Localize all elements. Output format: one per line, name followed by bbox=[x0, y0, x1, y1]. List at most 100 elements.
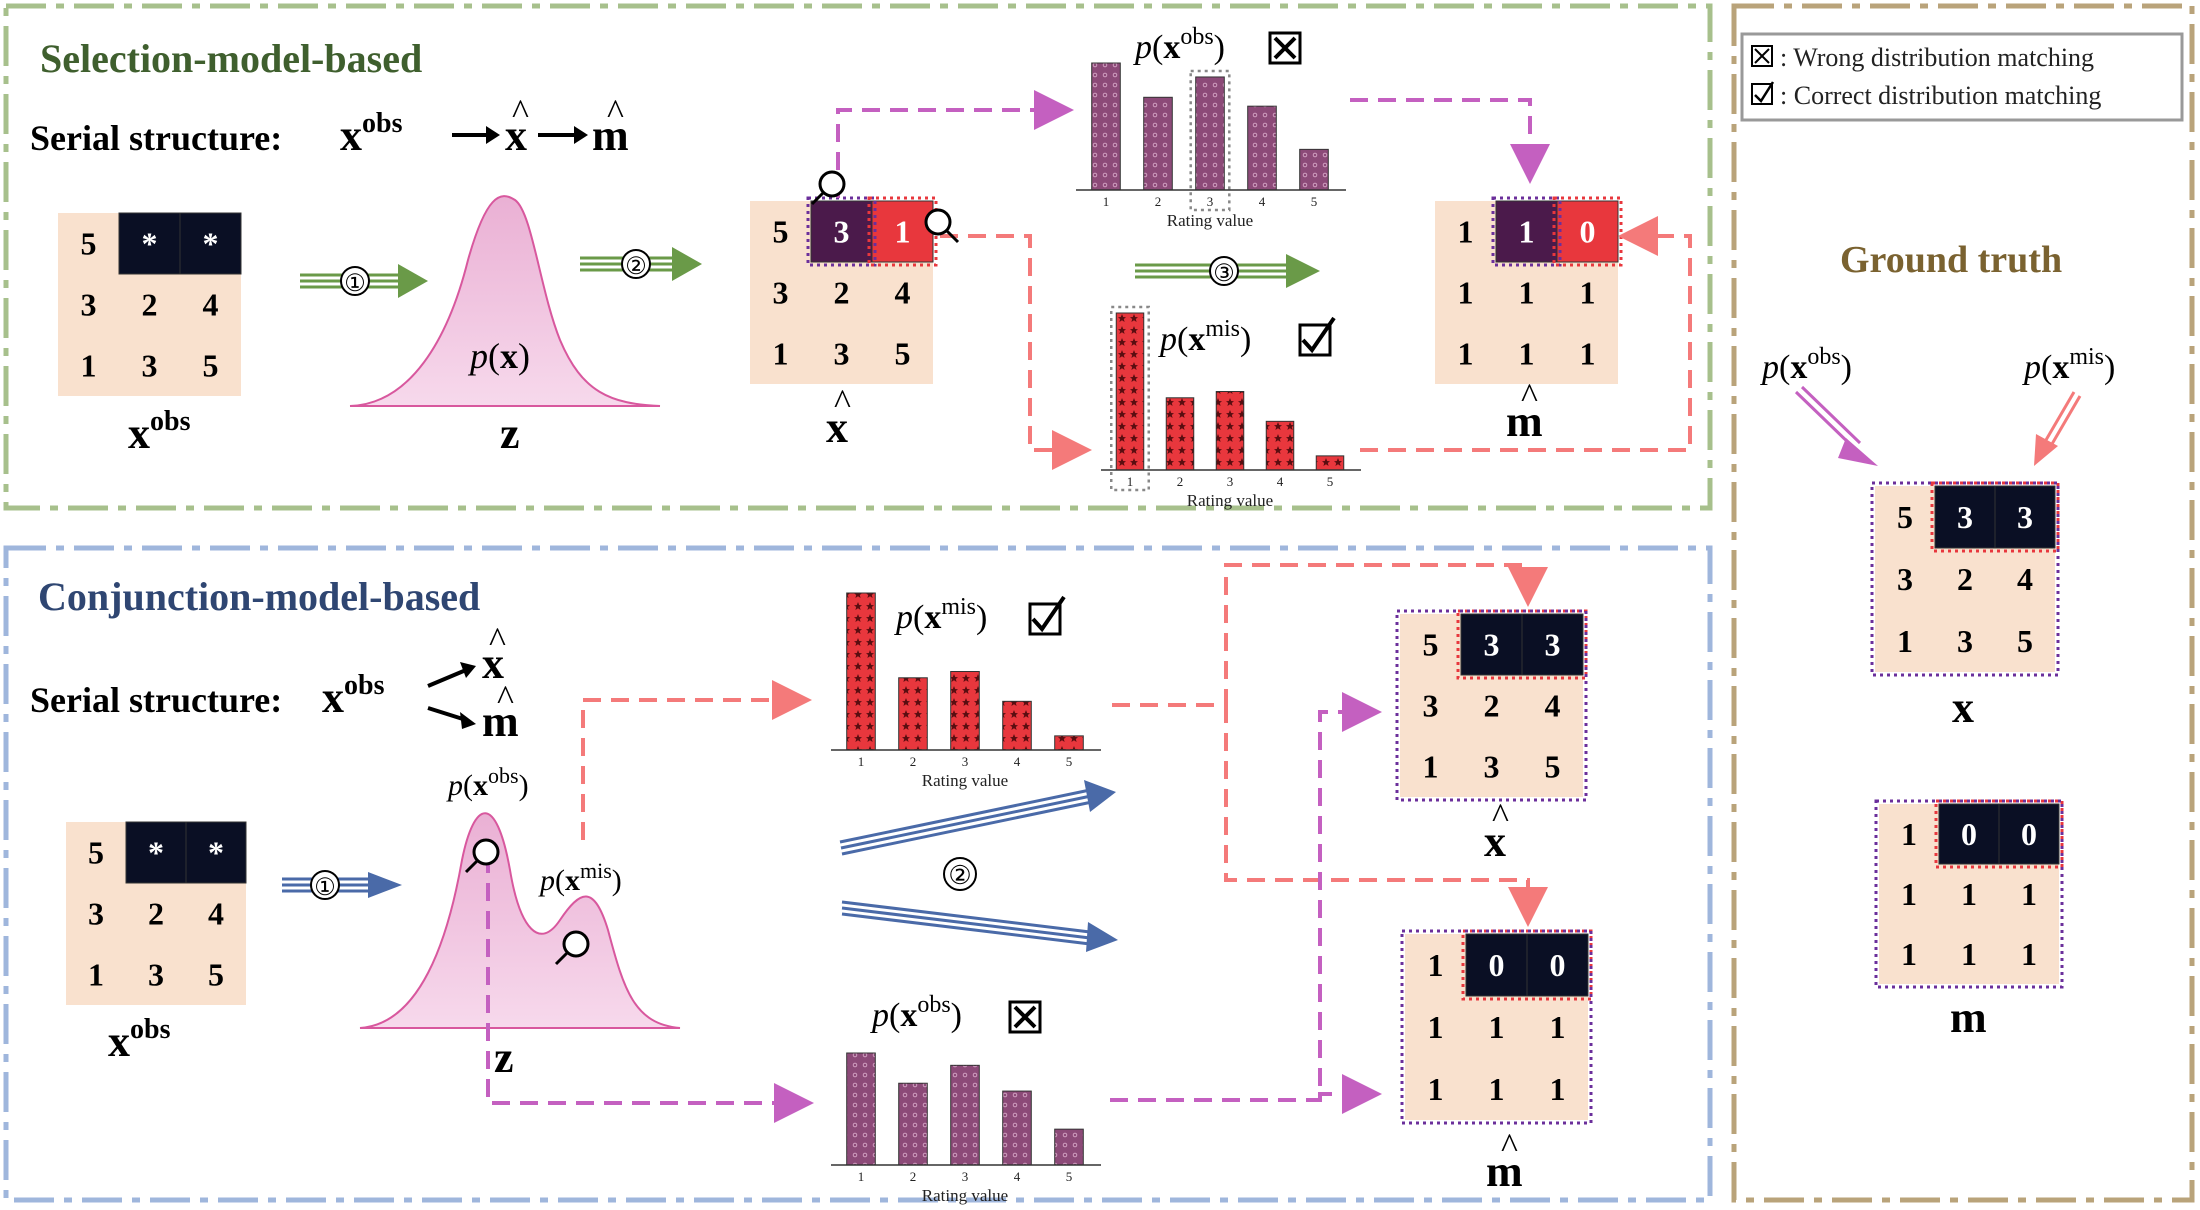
correct-box-icon bbox=[1028, 602, 1062, 636]
check-icon bbox=[1031, 595, 1066, 633]
matrix-cell: 0 bbox=[1961, 816, 1977, 852]
matrix-cell-fill bbox=[871, 200, 934, 263]
tick-label: 3 bbox=[962, 1169, 969, 1184]
matrix-cell: 1 bbox=[1901, 816, 1917, 852]
check-icon bbox=[1301, 316, 1336, 354]
pxobs-label: p(xobs) bbox=[870, 992, 962, 1034]
magnifier-icon bbox=[464, 838, 500, 874]
step2-arrows-conjunction: ② bbox=[839, 780, 1118, 952]
matrix-cell: 3 bbox=[81, 287, 97, 323]
matrix-cell: 5 bbox=[81, 226, 97, 262]
matrix-cell: 1 bbox=[88, 957, 104, 993]
matrix-cell: 5 bbox=[88, 835, 104, 871]
magnifier-icon bbox=[924, 208, 960, 244]
bar bbox=[1091, 62, 1121, 191]
tick-label: 1 bbox=[858, 754, 865, 769]
matrix-cell: 1 bbox=[2021, 936, 2037, 972]
hat-accent: ^ bbox=[497, 678, 514, 718]
x-axis-label: Rating value bbox=[922, 1186, 1008, 1205]
bar bbox=[898, 1082, 928, 1166]
matrix-cell: 5 bbox=[1545, 749, 1561, 785]
matrix-cell: 5 bbox=[1423, 627, 1439, 663]
matrix-cell: 2 bbox=[1484, 688, 1500, 724]
arrowhead-icon bbox=[460, 662, 476, 678]
tick-label: 4 bbox=[1014, 1169, 1021, 1184]
matrix-cell: 1 bbox=[1458, 336, 1474, 372]
hat-accent: ^ bbox=[1501, 1126, 1518, 1166]
hat-accent: ^ bbox=[489, 620, 506, 660]
bar bbox=[1002, 700, 1032, 751]
tick-label: 3 bbox=[1227, 474, 1234, 489]
check-icon bbox=[1754, 81, 1775, 103]
matrix-cell: 1 bbox=[1428, 1071, 1444, 1107]
matrix-cell: 4 bbox=[203, 287, 219, 323]
matrix-cell: 3 bbox=[148, 957, 164, 993]
pxobs-label: p(xobs) bbox=[446, 763, 529, 802]
svg-text:②: ② bbox=[948, 861, 971, 890]
matrix-cell-fill bbox=[1556, 200, 1619, 263]
highlight-box bbox=[1110, 305, 1150, 492]
matrix-cell-fill bbox=[1938, 803, 2000, 865]
legend-correct: : Correct distribution matching bbox=[1751, 81, 2101, 110]
matrix-cell: 3 bbox=[773, 275, 789, 311]
matrix-cell: 5 bbox=[895, 336, 911, 372]
magnifier-icon bbox=[810, 170, 846, 206]
tick-label: 5 bbox=[1327, 474, 1334, 489]
ground-truth-panel-border bbox=[1731, 3, 2195, 1203]
correct-box-icon bbox=[1751, 83, 1773, 105]
matrix-cell-fill bbox=[1934, 485, 1996, 549]
matrix-cell: 5 bbox=[2017, 623, 2033, 659]
matrix-cell: 4 bbox=[1545, 688, 1561, 724]
matrix-cell: 3 bbox=[1957, 499, 1973, 535]
hat-accent: ^ bbox=[607, 92, 624, 132]
selection-title: Selection-model-based bbox=[40, 36, 422, 81]
legend-wrong-label: : Wrong distribution matching bbox=[1780, 43, 2094, 72]
selection-serial-formula: xobs x ^ m ^ bbox=[340, 92, 629, 160]
tick-label: 2 bbox=[1177, 474, 1184, 489]
matrix-cell: 1 bbox=[1458, 275, 1474, 311]
matrix-cell: 1 bbox=[1961, 936, 1977, 972]
pxmis-label: p(xmis) bbox=[894, 594, 987, 636]
svg-text:①: ① bbox=[314, 875, 336, 901]
magnifier-icons bbox=[464, 170, 960, 966]
matrix-cell: 1 bbox=[1489, 1009, 1505, 1045]
matrix-outline bbox=[1400, 929, 1593, 1125]
cross-icon bbox=[1273, 36, 1297, 60]
step1-arrow-selection: ① bbox=[300, 264, 428, 298]
matrix-cell: 5 bbox=[208, 957, 224, 993]
tick-label: 2 bbox=[910, 1169, 917, 1184]
selection-serial-label: Serial structure: bbox=[30, 118, 282, 158]
bar bbox=[1247, 105, 1277, 191]
matrix-cell: 1 bbox=[1428, 1009, 1444, 1045]
px-label: p(x) bbox=[467, 336, 530, 376]
z-symbol: z bbox=[494, 1033, 514, 1082]
matrix-cell: 2 bbox=[142, 287, 158, 323]
z-symbol: z bbox=[500, 409, 520, 458]
matrix-outline bbox=[806, 196, 877, 267]
arrow-icon bbox=[427, 706, 467, 722]
hat-accent: ^ bbox=[834, 382, 851, 422]
matrix-cell: 4 bbox=[2017, 561, 2033, 597]
xobs-symbol: xobs bbox=[340, 108, 403, 160]
matrix-cell: * bbox=[203, 226, 219, 262]
selection-panel-border bbox=[3, 3, 1713, 511]
matrix-cell: 3 bbox=[1957, 623, 1973, 659]
cross-icon bbox=[1754, 48, 1770, 64]
tick-label: 1 bbox=[858, 1169, 865, 1184]
legend-correct-label: : Correct distribution matching bbox=[1780, 81, 2101, 110]
bar bbox=[1054, 735, 1084, 751]
x-axis-label: Rating value bbox=[1187, 491, 1273, 510]
step2-arrow-selection: ② bbox=[580, 247, 702, 281]
conjunction-serial-formula: xobs x ^ m ^ bbox=[322, 620, 519, 746]
matrix-cell: 5 bbox=[203, 348, 219, 384]
pxmis-label: p(xmis) bbox=[1158, 316, 1251, 358]
correct-box-icon bbox=[1298, 323, 1332, 357]
matrix-cell: 1 bbox=[1550, 1009, 1566, 1045]
bar bbox=[1115, 312, 1145, 471]
